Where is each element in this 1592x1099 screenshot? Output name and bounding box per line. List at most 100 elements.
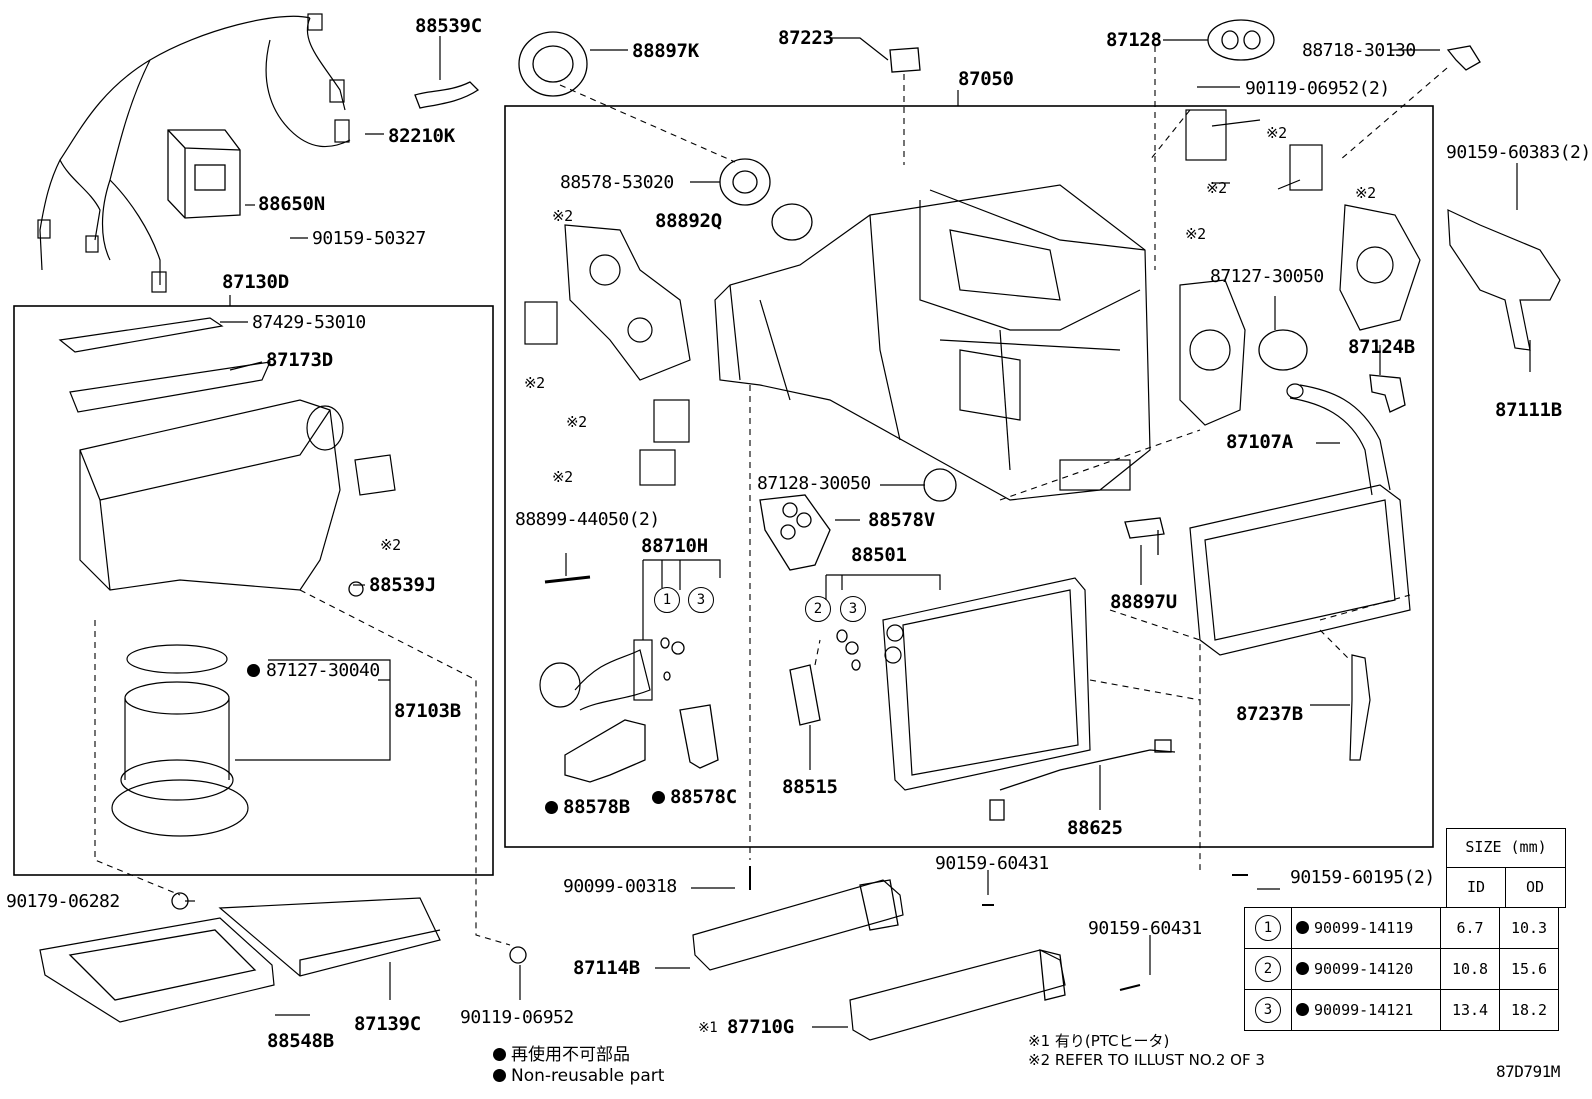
diagram-code: 87D791M — [1496, 1062, 1560, 1081]
label-88578-53020: 88578-53020 — [560, 172, 674, 193]
label-90159-50327: 90159-50327 — [312, 228, 426, 249]
legend-dot — [493, 1069, 506, 1082]
label-90179-06282: 90179-06282 — [6, 891, 120, 912]
ref-2-mark-g: ※2 — [1206, 179, 1227, 197]
label-87237B: 87237B — [1236, 703, 1303, 725]
label-87223: 87223 — [778, 27, 834, 49]
circle-number-3b: 3 — [840, 596, 866, 622]
label-90159-60195-2: 90159-60195(2) — [1290, 867, 1435, 888]
non-reusable-dot — [652, 791, 665, 804]
actuators-right-drawing — [1179, 109, 1421, 426]
non-reusable-dot — [1296, 921, 1309, 934]
ref-1-text: ※1 — [698, 1020, 718, 1036]
circle-number-2: 2 — [805, 596, 831, 622]
non-reusable-dot — [1296, 1003, 1309, 1016]
size-table: 1 90099-14119 6.7 10.3 2 90099-14120 10.… — [1244, 907, 1559, 1031]
legend-en: Non-reusable part — [493, 1066, 664, 1086]
label-87710G: 87710G — [727, 1016, 794, 1038]
ref-2-mark-d: ※2 — [552, 468, 573, 486]
note-1: ※1 有り(PTCヒータ) — [1028, 1032, 1170, 1050]
label-88578C: 88578C — [670, 786, 737, 808]
non-reusable-dot — [545, 801, 558, 814]
ref-2-mark-c: ※2 — [566, 413, 587, 431]
non-reusable-dot — [1296, 962, 1309, 975]
label-87124B: 87124B — [1348, 336, 1415, 358]
label-90159-60383-2: 90159-60383(2) — [1446, 142, 1591, 163]
size-table-header-box — [1446, 828, 1566, 868]
label-90099-00318: 90099-00318 — [563, 876, 677, 897]
legend-dot — [493, 1048, 506, 1061]
row-id: 10.8 — [1440, 948, 1500, 990]
legend-jp-text: 再使用不可部品 — [511, 1045, 630, 1065]
label-90119-06952-2: 90119-06952(2) — [1245, 78, 1390, 99]
non-reusable-dot — [247, 664, 260, 677]
label-90159-60431-a: 90159-60431 — [935, 853, 1049, 874]
evaporator-drawing — [882, 577, 1091, 791]
label-88578B: 88578B — [563, 796, 630, 818]
label-87173D: 87173D — [266, 349, 333, 371]
ref-2-mark-e: ※2 — [380, 536, 401, 554]
label-87127-30050: 87127-30050 — [1210, 266, 1324, 287]
label-88578V: 88578V — [868, 509, 935, 531]
note-2: ※2 REFER TO ILLUST NO.2 OF 3 — [1028, 1051, 1265, 1069]
ref-2-mark-a: ※2 — [552, 207, 573, 225]
row-number: 1 — [1255, 915, 1281, 941]
label-88515: 88515 — [782, 776, 838, 798]
label-87128-30050: 87128-30050 — [757, 473, 871, 494]
label-88718-30130: 88718-30130 — [1302, 40, 1416, 61]
ref-2-mark-b: ※2 — [524, 374, 545, 392]
size-row: 2 90099-14120 10.8 15.6 — [1244, 948, 1559, 990]
heater-core-drawing — [1189, 383, 1411, 656]
row-part: 90099-14120 — [1314, 960, 1414, 978]
label-88548B: 88548B — [267, 1030, 334, 1052]
label-87130D: 87130D — [222, 271, 289, 293]
size-col-id: ID — [1466, 878, 1486, 896]
label-87127-30040: 87127-30040 — [266, 660, 380, 681]
label-87128: 87128 — [1106, 29, 1162, 51]
row-od: 15.6 — [1499, 948, 1559, 990]
label-88899-44050-2: 88899-44050(2) — [515, 509, 660, 530]
size-row: 3 90099-14121 13.4 18.2 — [1244, 989, 1559, 1031]
legend-jp: 再使用不可部品 — [493, 1040, 630, 1065]
row-od: 18.2 — [1499, 989, 1559, 1031]
label-88897K: 88897K — [632, 40, 699, 62]
label-88710H: 88710H — [641, 535, 708, 557]
label-88650N: 88650N — [258, 193, 325, 215]
label-88625: 88625 — [1067, 817, 1123, 839]
wire-harness-drawing — [37, 13, 351, 293]
ref-mark-1: ※1 — [698, 1017, 718, 1038]
label-87111B: 87111B — [1495, 399, 1562, 421]
row-id: 6.7 — [1440, 907, 1500, 949]
label-88892Q: 88892Q — [655, 210, 722, 232]
label-88539C: 88539C — [415, 15, 482, 37]
row-id: 13.4 — [1440, 989, 1500, 1031]
row-number: 3 — [1255, 997, 1281, 1023]
size-col-od: OD — [1525, 878, 1545, 896]
label-88897U: 88897U — [1110, 591, 1177, 613]
row-number: 2 — [1255, 956, 1281, 982]
ref-2-mark-f: ※2 — [1266, 124, 1287, 142]
label-90159-60431-b: 90159-60431 — [1088, 918, 1202, 939]
blower-drawing — [58, 317, 396, 837]
actuators-left-drawing — [524, 224, 691, 486]
label-87139C: 87139C — [354, 1013, 421, 1035]
label-87050: 87050 — [958, 68, 1014, 90]
row-part: 90099-14121 — [1314, 1001, 1414, 1019]
module-88650N-drawing — [167, 129, 241, 219]
group-box-87130D — [13, 305, 494, 876]
legend-en-text: Non-reusable part — [511, 1066, 665, 1086]
size-table-header: SIZE (mm) — [1465, 838, 1547, 856]
size-row: 1 90099-14119 6.7 10.3 — [1244, 907, 1559, 949]
label-87429-53010: 87429-53010 — [252, 312, 366, 333]
label-88539J: 88539J — [369, 574, 436, 596]
label-87103B: 87103B — [394, 700, 461, 722]
circle-number-3: 3 — [688, 587, 714, 613]
tube-88710H-drawing — [539, 639, 653, 711]
circle-number-1: 1 — [654, 587, 680, 613]
label-90119-06952: 90119-06952 — [460, 1007, 574, 1028]
ref-2-mark-i: ※2 — [1355, 184, 1376, 202]
label-88501: 88501 — [851, 544, 907, 566]
group-box-87050 — [504, 105, 1434, 848]
